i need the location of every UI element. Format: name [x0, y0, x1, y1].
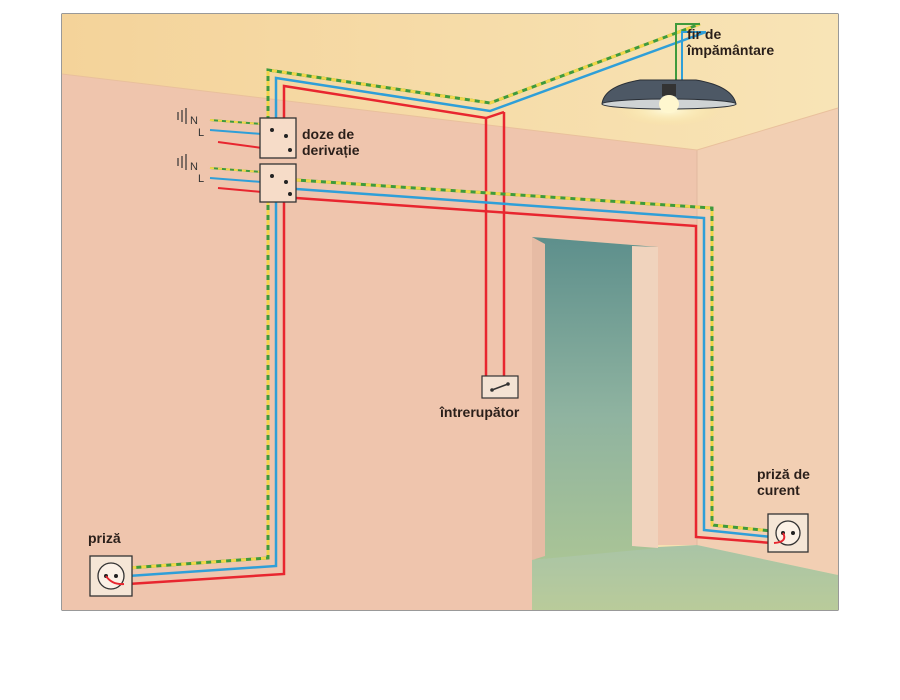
supply-feed-bottom: [209, 167, 263, 193]
ground-symbol-bottom: N L: [177, 154, 204, 185]
svg-text:N: N: [190, 115, 198, 127]
lamp-drop: [675, 23, 706, 80]
door-jamb: [532, 237, 545, 560]
junction-boxes-label: doze de derivație: [302, 126, 360, 158]
ground-wire-label: fir de împământare: [687, 26, 775, 58]
right-socket-cable: [295, 178, 773, 545]
ground-symbol-top: N L: [177, 108, 204, 139]
ceiling-cable: [266, 22, 707, 126]
supply-feed-top: [209, 119, 263, 149]
door-jamb-right: [632, 246, 658, 548]
junction-box-top: [259, 117, 297, 159]
socket-right: [767, 513, 809, 553]
ceiling-lamp: [601, 79, 737, 126]
junction-box-bottom: [259, 163, 297, 203]
light-switch: [481, 375, 519, 399]
switch-label: întrerupător: [440, 404, 520, 420]
socket-left: [89, 555, 133, 597]
floor: [532, 545, 838, 610]
wiring: [127, 22, 773, 586]
svg-text:L: L: [198, 127, 204, 139]
right-wall: [697, 108, 838, 575]
socket-right-label: priză de curent: [757, 466, 810, 498]
switch-cable: [484, 112, 506, 378]
socket-left-label: priză: [88, 530, 121, 546]
left-wall: [62, 74, 697, 610]
svg-text:N: N: [190, 161, 198, 173]
left-socket-cable: [127, 190, 286, 586]
svg-text:L: L: [198, 173, 204, 185]
doorway: [532, 237, 658, 560]
